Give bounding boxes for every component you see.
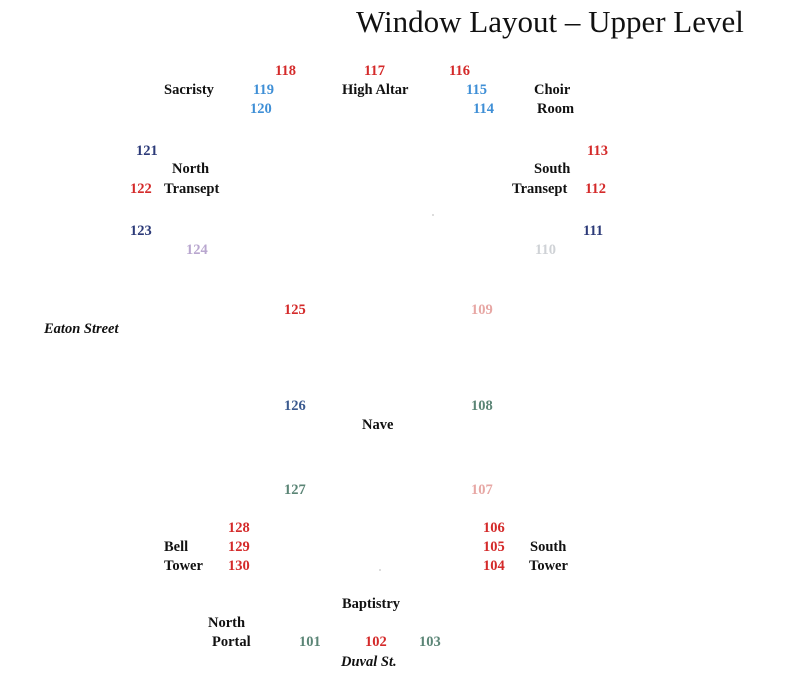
label-high-altar: High Altar xyxy=(342,82,409,98)
window-117: 117 xyxy=(364,63,385,79)
window-108: 108 xyxy=(471,398,493,414)
window-125: 125 xyxy=(284,302,306,318)
window-119: 119 xyxy=(253,82,274,98)
window-113: 113 xyxy=(587,143,608,159)
window-129: 129 xyxy=(228,539,250,555)
speck-mark xyxy=(432,214,434,216)
label-south-tower-south: South xyxy=(530,539,567,555)
window-107: 107 xyxy=(471,482,493,498)
label-sacristy: Sacristy xyxy=(164,82,214,98)
window-127: 127 xyxy=(284,482,306,498)
label-south-transept-transept: Transept xyxy=(512,181,568,197)
window-118: 118 xyxy=(275,63,296,79)
window-126: 126 xyxy=(284,398,306,414)
label-north-portal-portal: Portal xyxy=(212,634,251,650)
window-109: 109 xyxy=(471,302,493,318)
label-south-transept-south: South xyxy=(534,161,571,177)
label-bell-tower-bell: Bell xyxy=(164,539,189,555)
window-122: 122 xyxy=(130,181,152,197)
page-title: Window Layout – Upper Level xyxy=(356,4,744,39)
label-south-tower-tower: Tower xyxy=(529,558,568,574)
window-114: 114 xyxy=(473,101,494,117)
window-124: 124 xyxy=(186,242,208,258)
window-121: 121 xyxy=(136,143,158,159)
speck-mark xyxy=(379,569,381,571)
label-north-transept-transept: Transept xyxy=(164,181,220,197)
window-112: 112 xyxy=(585,181,606,197)
label-bell-tower-tower: Tower xyxy=(164,558,203,574)
window-128: 128 xyxy=(228,520,250,536)
window-130: 130 xyxy=(228,558,250,574)
window-106: 106 xyxy=(483,520,505,536)
label-room: Room xyxy=(537,101,575,117)
window-116: 116 xyxy=(449,63,470,79)
window-110: 110 xyxy=(535,242,556,258)
label-north-transept-north: North xyxy=(172,161,210,177)
window-115: 115 xyxy=(466,82,487,98)
window-120: 120 xyxy=(250,101,272,117)
window-104: 104 xyxy=(483,558,505,574)
label-baptistry: Baptistry xyxy=(342,596,400,612)
window-103: 103 xyxy=(419,634,441,650)
label-duval-st: Duval St. xyxy=(341,654,397,670)
window-123: 123 xyxy=(130,223,152,239)
label-choir: Choir xyxy=(534,82,571,98)
label-nave: Nave xyxy=(362,417,394,433)
label-north-portal-north: North xyxy=(208,615,246,631)
window-111: 111 xyxy=(583,223,604,239)
window-105: 105 xyxy=(483,539,505,555)
window-102: 102 xyxy=(365,634,387,650)
label-eaton-street: Eaton Street xyxy=(44,321,119,337)
window-101: 101 xyxy=(299,634,321,650)
